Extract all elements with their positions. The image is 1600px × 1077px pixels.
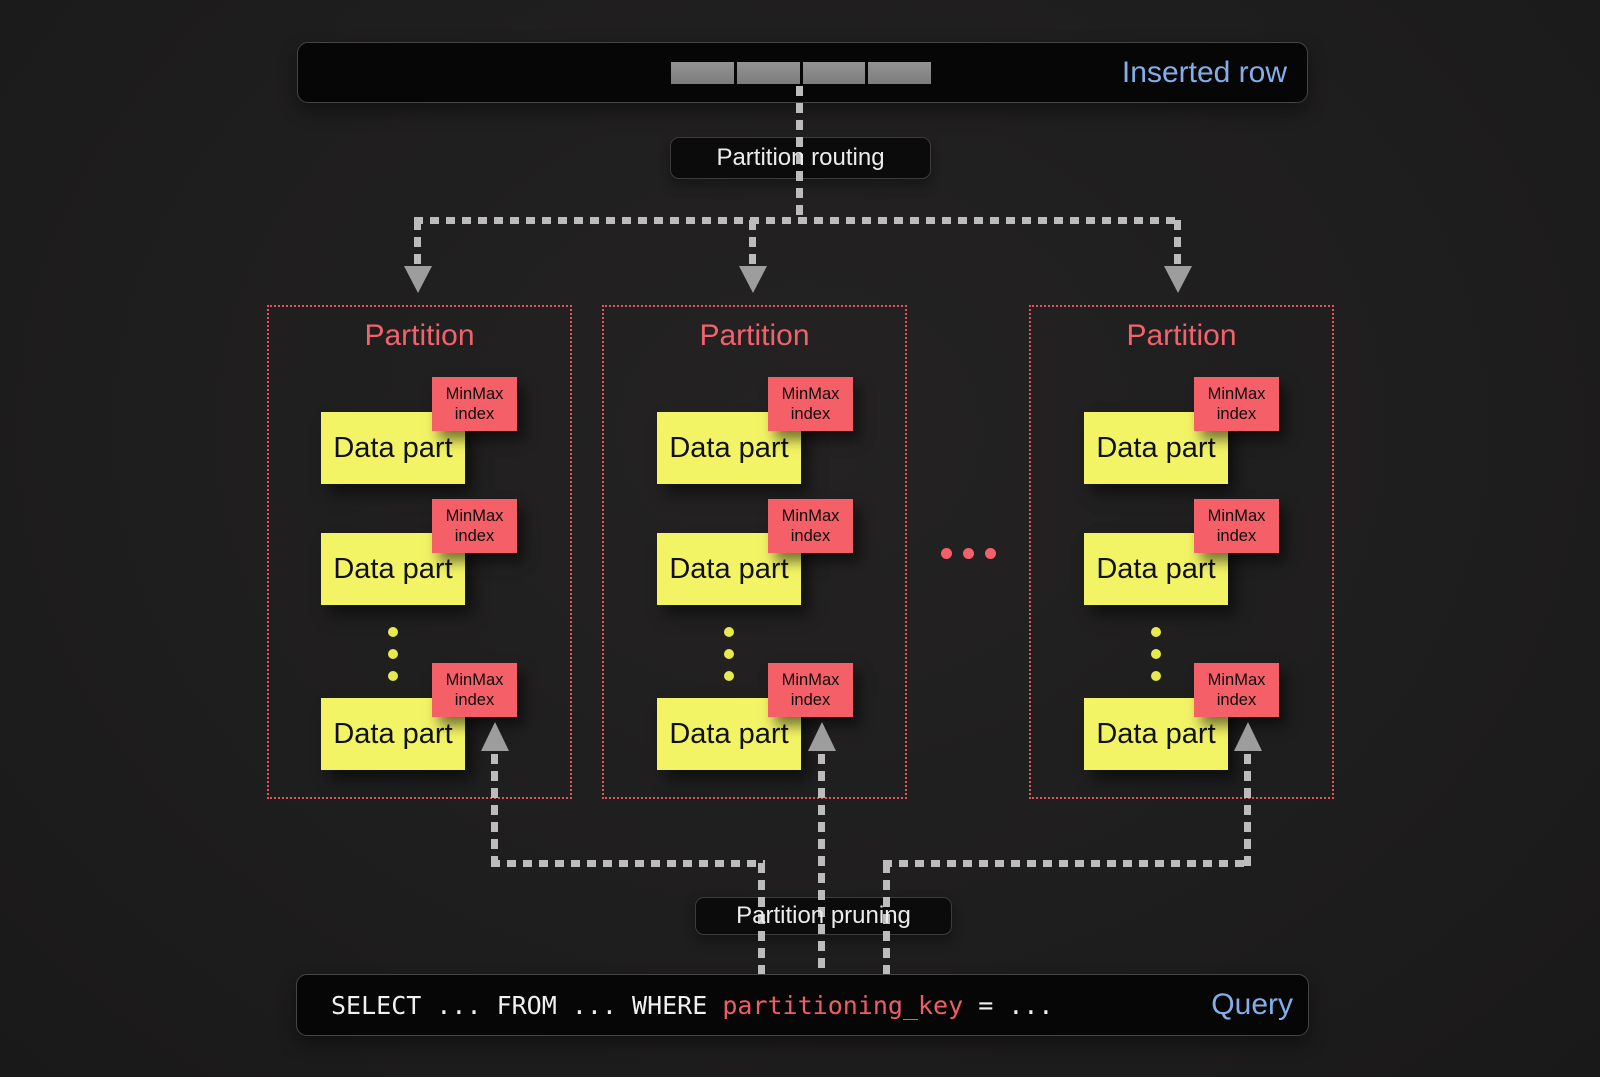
sql-suffix: = ... — [963, 990, 1054, 1020]
down-arrow-icon — [739, 266, 767, 293]
row-segment — [868, 62, 931, 84]
row-segment — [671, 62, 734, 84]
minmax-index-tag: MinMax index — [768, 663, 853, 717]
routing-arrow-line — [1174, 220, 1181, 268]
partition-box-2: Partition — [602, 305, 907, 799]
routing-arrow-line — [749, 220, 756, 268]
partition-routing-label: Partition routing — [716, 144, 885, 171]
minmax-index-tag: MinMax index — [432, 377, 517, 431]
sql-prefix: SELECT ... FROM ... WHERE — [331, 990, 723, 1020]
more-parts-dot — [1151, 627, 1161, 637]
row-segment — [736, 62, 800, 84]
row-segment — [802, 62, 866, 84]
more-partitions-dot — [941, 548, 952, 559]
pruning-connector-line — [491, 860, 765, 867]
more-parts-dot — [724, 627, 734, 637]
data-part-box: Data part — [321, 412, 465, 484]
routing-arrow-line — [414, 220, 421, 268]
more-parts-dot — [388, 649, 398, 659]
minmax-index-tag: MinMax index — [768, 499, 853, 553]
inserted-row-label: Inserted row — [1121, 55, 1287, 89]
more-parts-dot — [724, 671, 734, 681]
minmax-index-tag: MinMax index — [1194, 377, 1279, 431]
minmax-index-tag: MinMax index — [1194, 499, 1279, 553]
routing-connector-line — [796, 86, 803, 222]
pruning-arrow-line — [491, 754, 498, 868]
query-box: SELECT ... FROM ... WHERE partitioning_k… — [296, 974, 1309, 1036]
more-parts-dot — [388, 671, 398, 681]
more-parts-dot — [1151, 649, 1161, 659]
more-parts-dot — [724, 649, 734, 659]
partition-title: Partition — [1126, 319, 1237, 352]
pruning-arrow-line — [1244, 754, 1251, 868]
pruning-arrow-line — [818, 754, 825, 974]
row-segments-bar — [671, 62, 931, 84]
routing-branch-line — [414, 217, 1181, 224]
pruning-connector-line — [758, 863, 765, 974]
pruning-connector-line — [883, 863, 890, 974]
more-partitions-dot — [985, 548, 996, 559]
partition-title: Partition — [699, 319, 810, 352]
down-arrow-icon — [404, 266, 432, 293]
up-arrow-icon — [1234, 722, 1262, 751]
minmax-index-tag: MinMax index — [432, 663, 517, 717]
sql-statement: SELECT ... FROM ... WHERE partitioning_k… — [331, 975, 1053, 1035]
down-arrow-icon — [1164, 266, 1192, 293]
query-label: Query — [1211, 988, 1293, 1021]
data-part-box: Data part — [321, 533, 465, 605]
more-partitions-dot — [963, 548, 974, 559]
partition-pruning-label: Partition pruning — [736, 902, 911, 929]
partition-pruning-pill: Partition pruning — [695, 897, 952, 935]
more-parts-dot — [1151, 671, 1161, 681]
up-arrow-icon — [808, 722, 836, 751]
pruning-connector-line — [883, 860, 1251, 867]
inserted-row-box: Inserted row — [297, 42, 1308, 103]
partition-title: Partition — [364, 319, 475, 352]
partition-box-1: Partition — [267, 305, 572, 799]
more-parts-dot — [388, 627, 398, 637]
sql-partitioning-key: partitioning_key — [722, 990, 964, 1020]
partition-box-3: Partition — [1029, 305, 1334, 799]
minmax-index-tag: MinMax index — [432, 499, 517, 553]
minmax-index-tag: MinMax index — [1194, 663, 1279, 717]
data-part-box: Data part — [657, 698, 801, 770]
minmax-index-tag: MinMax index — [768, 377, 853, 431]
up-arrow-icon — [481, 722, 509, 751]
